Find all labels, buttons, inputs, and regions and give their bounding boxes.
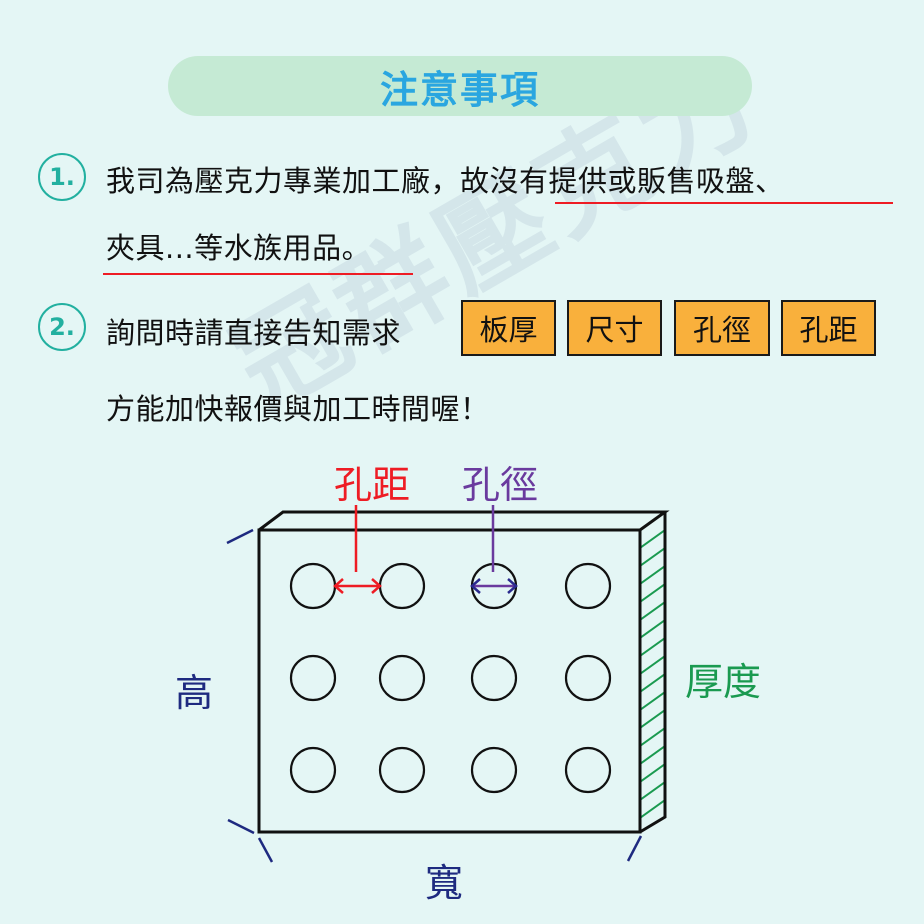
label-width: 寬 <box>425 861 464 905</box>
item-2-line-2: 方能加快報價與加工時間喔！ <box>106 392 490 426</box>
label-hole-spacing: 孔距 <box>334 463 411 507</box>
tag-hole-diameter: 孔徑 <box>674 300 770 356</box>
number-badge-2: 2. <box>38 303 86 351</box>
page-title: 注意事項 <box>379 67 540 112</box>
item-1-line-2: 夾具...等水族用品。 <box>106 231 372 265</box>
item-1-underline-2 <box>103 273 413 275</box>
tag-size: 尺寸 <box>567 300 662 356</box>
hole-spacing-arrow <box>333 505 382 594</box>
tag-thickness: 板厚 <box>461 300 556 356</box>
label-hole-diameter: 孔徑 <box>462 463 539 507</box>
title-banner: 注意事項 <box>168 56 752 116</box>
item-2-line-1: 詢問時請直接告知需求 <box>106 316 402 350</box>
tag-hole-spacing: 孔距 <box>781 300 876 356</box>
label-thickness: 厚度 <box>685 660 762 704</box>
label-height: 高 <box>175 671 214 715</box>
plate-outline <box>257 510 670 834</box>
thickness-hatch <box>640 529 665 819</box>
number-badge-1: 1. <box>38 153 86 201</box>
holes <box>289 562 612 794</box>
dimension-ticks <box>226 528 643 863</box>
hole-diameter-arrow <box>470 505 518 594</box>
item-1-line-1: 我司為壓克力專業加工廠，故沒有提供或販售吸盤、 <box>106 164 785 198</box>
item-1-underline-1 <box>555 202 893 204</box>
